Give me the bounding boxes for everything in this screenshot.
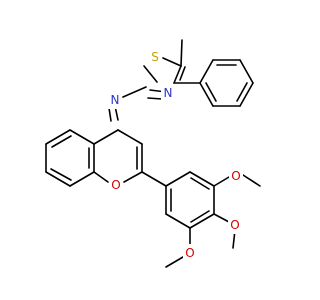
- bond: [147, 97, 163, 100]
- bond: [236, 82, 248, 102]
- bond: [199, 82, 214, 107]
- bond: [108, 107, 112, 122]
- aryl-link: [141, 171, 167, 187]
- bond: [50, 168, 72, 181]
- bond: [173, 65, 182, 84]
- bond: [213, 213, 230, 223]
- methoxy-groups: [165, 174, 261, 268]
- bond: [165, 171, 191, 187]
- bond: [45, 171, 71, 187]
- bond: [205, 82, 217, 102]
- bond: [162, 57, 182, 67]
- atom-symbol-o: O: [185, 246, 194, 260]
- fused-benzene-ring: [45, 129, 95, 187]
- bond: [179, 66, 186, 81]
- imine-link: [122, 86, 147, 98]
- molecule-structure: S N N O O O O: [45, 39, 261, 268]
- imine-nitrogen-atom: N: [108, 91, 122, 109]
- methoxy-oxygen-atom: O: [229, 167, 243, 185]
- bond: [165, 213, 191, 229]
- methoxy-oxygen-atom: O: [228, 216, 242, 234]
- bond: [93, 171, 109, 183]
- phenyl-ring: [173, 59, 254, 107]
- bond: [190, 210, 210, 223]
- chromene-pyran-ring: [93, 129, 143, 183]
- bond: [190, 177, 210, 190]
- bond: [69, 129, 95, 145]
- bond: [189, 213, 215, 229]
- bond: [122, 86, 147, 98]
- bond: [117, 129, 143, 145]
- atom-symbol-o: O: [111, 178, 120, 192]
- atom-labels: S N N O O O O: [108, 48, 243, 262]
- atom-symbol-o: O: [230, 218, 239, 232]
- atom-symbol-n: N: [164, 86, 173, 100]
- bond: [165, 256, 184, 268]
- methyl-group: [180, 39, 183, 67]
- bond: [143, 65, 158, 83]
- bond: [189, 171, 215, 187]
- trimethoxyphenyl-ring: [165, 171, 215, 229]
- sulfur-atom: S: [148, 48, 162, 66]
- bond: [51, 135, 72, 148]
- bond: [45, 129, 71, 145]
- ring-oxygen-atom: O: [109, 176, 123, 194]
- bond: [213, 176, 230, 187]
- bond: [199, 59, 214, 84]
- bond: [93, 129, 119, 145]
- methoxy-oxygen-atom: O: [183, 244, 197, 262]
- bond: [242, 174, 261, 187]
- bond: [69, 171, 95, 187]
- bond: [141, 171, 167, 187]
- atom-symbol-o: O: [231, 169, 240, 183]
- bond: [180, 39, 183, 67]
- thiazole-nitrogen-atom: N: [161, 84, 175, 102]
- atom-symbol-s: S: [151, 50, 159, 64]
- atom-symbol-n: N: [111, 93, 120, 107]
- bond: [123, 171, 143, 183]
- bond: [239, 82, 254, 107]
- bond: [239, 59, 254, 84]
